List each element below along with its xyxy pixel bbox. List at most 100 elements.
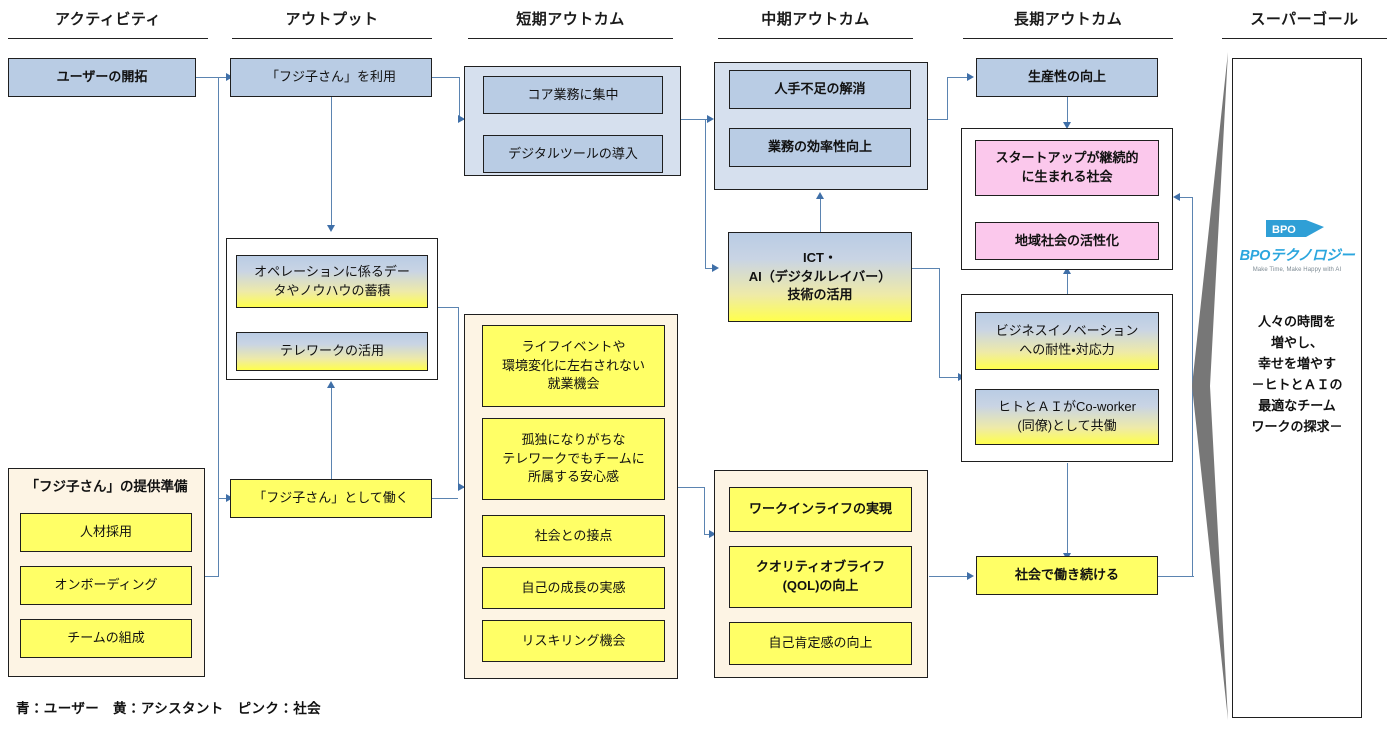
- connector-keep-up: [1067, 463, 1069, 556]
- super-goal-line-6: ワークの探求－: [1251, 419, 1343, 435]
- arrow-fujiko-to-ops: [326, 225, 335, 232]
- column-rule-activity: [8, 38, 208, 39]
- node-productivity[interactable]: 生産性の向上: [976, 58, 1158, 97]
- node-self-affirmation[interactable]: 自己肯定感の向上: [729, 622, 912, 665]
- bpo-logo-tagline: Make Time, Make Happy with AI: [1252, 267, 1342, 273]
- node-qol[interactable]: クオリティオブライフ (QOL)の向上: [729, 546, 912, 608]
- node-work-in-life[interactable]: ワークインライフの実現: [729, 487, 912, 532]
- column-rule-super-goal: [1222, 38, 1387, 39]
- node-labor-shortage[interactable]: 人手不足の解消: [729, 70, 911, 109]
- super-goal-box: BPO BPOテクノロジー Make Time, Make Happy with…: [1232, 58, 1362, 718]
- node-regional[interactable]: 地域社会の活性化: [975, 222, 1159, 260]
- connector-ict-right: [912, 268, 940, 270]
- connector-prep-to-work: [205, 576, 219, 578]
- connector-to-pink-group: [1180, 197, 1193, 199]
- node-startup-society-line2: に生まれる社会: [1021, 169, 1113, 184]
- connector-ict-to-biz: [939, 377, 961, 379]
- node-telework[interactable]: テレワークの活用: [236, 332, 428, 371]
- bpo-logo-name: BPOテクノロジー: [1239, 248, 1355, 264]
- super-goal-arrow-icon: [1192, 52, 1228, 720]
- arrow-to-productivity: [967, 72, 974, 81]
- connector-ops-trunk: [458, 307, 460, 487]
- node-self-growth[interactable]: 自己の成長の実感: [482, 567, 665, 609]
- super-goal-line-4: －ヒトとＡＩの: [1251, 377, 1343, 393]
- node-lonely-telework-line2: テレワークでもチームに: [502, 450, 645, 466]
- node-life-event-line2: 環境変化に左右されない: [501, 357, 645, 373]
- node-society-contact[interactable]: 社会との接点: [482, 515, 665, 557]
- node-qol-line1: クオリティオブライフ: [755, 559, 886, 575]
- connector-productivity-down: [1067, 97, 1069, 124]
- node-work-as-fujiko[interactable]: 「フジ子さん」として働く: [230, 479, 432, 518]
- column-rule-output: [232, 38, 432, 39]
- node-ops-data-line2: タやノウハウの蓄積: [273, 282, 391, 298]
- connector-fujikouse-down: [459, 77, 461, 120]
- connector-keep-right: [1158, 576, 1194, 578]
- connector-mid-trunk: [705, 119, 707, 269]
- node-digital-tools[interactable]: デジタルツールの導入: [483, 135, 663, 173]
- node-life-event-line1: ライフイベントや: [521, 338, 626, 354]
- node-lonely-telework-line1: 孤独になりがちな: [521, 431, 626, 447]
- node-lonely-telework[interactable]: 孤独になりがちな テレワークでもチームに 所属する安心感: [482, 418, 665, 500]
- arrow-ict-up: [815, 192, 824, 199]
- connector-work-to-telework: [331, 386, 333, 480]
- connector-trunk-left: [218, 77, 220, 576]
- node-biz-innovation-line2: への耐性・対応力: [1019, 342, 1115, 357]
- arrow-to-short-top: [458, 114, 465, 123]
- connector-mid-to-productivity-v: [947, 77, 949, 120]
- column-header-mid-outcome: 中期アウトカム: [761, 11, 870, 28]
- node-qol-line2: (QOL)の向上: [782, 578, 859, 593]
- node-ict-ai[interactable]: ICT・ AI（デジタルレイバー） 技術の活用: [728, 232, 912, 322]
- super-goal-line-1: 人々の時間を: [1257, 314, 1336, 329]
- node-ict-ai-line2: AI（デジタルレイバー）: [748, 268, 892, 284]
- column-rule-mid-outcome: [718, 38, 913, 39]
- node-onboarding[interactable]: オンボーディング: [20, 566, 192, 605]
- connector-mid-to-productivity: [928, 119, 948, 121]
- arrow-wil-to-keep: [967, 571, 974, 580]
- arrow-ops-to-short: [458, 482, 465, 491]
- connector-fujikouse-right: [432, 77, 460, 79]
- node-coworker-line1: ヒトとＡＩがCo-worker: [998, 399, 1136, 415]
- node-fujiko-use[interactable]: 「フジ子さん」を利用: [230, 58, 432, 97]
- svg-text:BPO: BPO: [1272, 224, 1296, 236]
- arrow-trunk-to-ict: [712, 263, 719, 272]
- column-rule-long-outcome: [963, 38, 1173, 39]
- node-biz-innovation[interactable]: ビジネスイノベーション への耐性・対応力: [975, 312, 1159, 370]
- arrow-biz-up: [1062, 267, 1071, 274]
- node-core-focus[interactable]: コア業務に集中: [483, 76, 663, 114]
- column-header-activity: アクティビティ: [55, 11, 161, 28]
- connector-trunk-to-ict: [705, 268, 717, 270]
- node-team-build[interactable]: チームの組成: [20, 619, 192, 658]
- column-header-short-outcome: 短期アウトカム: [516, 11, 625, 28]
- node-startup-society[interactable]: スタートアップが継続的 に生まれる社会: [975, 140, 1159, 196]
- column-rule-short-outcome: [468, 38, 673, 39]
- super-goal-line-5: 最適なチーム: [1258, 398, 1336, 414]
- connector-ict-up: [820, 197, 822, 233]
- node-coworker-line2: (同僚)として共働: [1017, 418, 1117, 433]
- connector-biz-up: [1067, 272, 1069, 294]
- connector-work-right: [432, 498, 458, 500]
- node-coworker[interactable]: ヒトとＡＩがCo-worker (同僚)として共働: [975, 389, 1159, 445]
- arrow-user-to-fujiko: [226, 72, 233, 81]
- connector-fujiko-to-ops: [331, 95, 333, 227]
- node-ict-ai-line3: 技術の活用: [787, 287, 853, 303]
- arrow-short-to-mid: [707, 114, 714, 123]
- bpo-logo: BPO BPOテクノロジー Make Time, Make Happy with…: [1233, 219, 1361, 273]
- arrow-trunk-to-wil: [709, 529, 716, 538]
- connector-short-bottom-trunk: [704, 487, 706, 535]
- connector-wil-to-keep: [929, 576, 969, 578]
- connector-ops-right: [437, 307, 459, 309]
- arrow-trunk-to-work: [226, 493, 233, 502]
- node-work-efficiency[interactable]: 業務の効率性向上: [729, 128, 911, 167]
- connector-trunk-left-to-work: [218, 498, 230, 500]
- node-reskilling[interactable]: リスキリング機会: [482, 620, 665, 662]
- node-keep-working[interactable]: 社会で働き続ける: [976, 556, 1158, 595]
- group-fujiko-prep-title: 「フジ子さん」の提供準備: [25, 479, 188, 494]
- node-ict-ai-line1: ICT・: [803, 249, 837, 265]
- connector-short-to-mid: [681, 119, 710, 121]
- node-ops-data[interactable]: オペレーションに係るデー タやノウハウの蓄積: [236, 255, 428, 308]
- color-legend: 青：ユーザー 黄：アシスタント ピンク：社会: [16, 701, 321, 716]
- node-life-event[interactable]: ライフイベントや 環境変化に左右されない 就業機会: [482, 325, 665, 407]
- connector-ict-right-v: [939, 268, 941, 378]
- node-user-acquisition[interactable]: ユーザーの開拓: [8, 58, 196, 97]
- node-recruit[interactable]: 人材採用: [20, 513, 192, 552]
